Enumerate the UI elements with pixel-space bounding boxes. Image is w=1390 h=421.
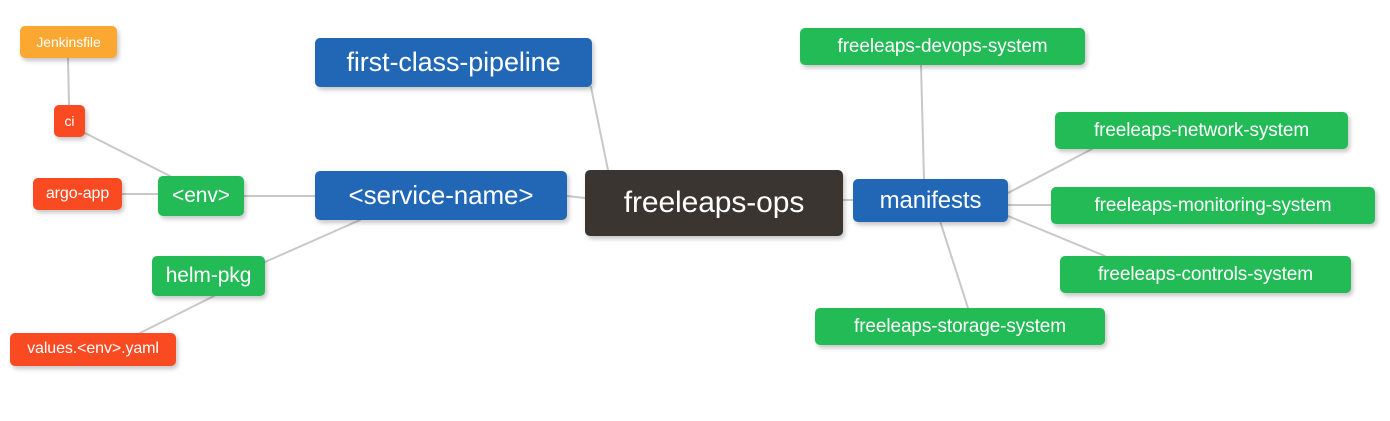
edge-manifests-to-freeleaps-storage-system bbox=[939, 220, 969, 309]
edge-freeleaps-ops-to-first-class-pipeline bbox=[590, 86, 609, 171]
mindmap-node-jenkinsfile[interactable]: Jenkinsfile bbox=[20, 26, 117, 58]
mindmap-node-ci[interactable]: ci bbox=[54, 105, 85, 137]
mindmap-node-service-name[interactable]: <service-name> bbox=[315, 171, 567, 220]
mindmap-node-first-class-pipeline[interactable]: first-class-pipeline bbox=[315, 38, 592, 87]
mindmap-node-freeleaps-network-system[interactable]: freeleaps-network-system bbox=[1055, 112, 1348, 149]
mindmap-node-freeleaps-storage-system[interactable]: freeleaps-storage-system bbox=[815, 308, 1105, 345]
edge-service-name-to-helm-pkg bbox=[264, 219, 361, 263]
mindmap-node-helm-pkg[interactable]: helm-pkg bbox=[152, 256, 265, 296]
edge-ci-to-jenkinsfile bbox=[67, 57, 70, 106]
mindmap-node-values-env-yaml[interactable]: values.<env>.yaml bbox=[10, 333, 176, 366]
edge-freeleaps-ops-to-service-name bbox=[566, 195, 586, 199]
mindmap-node-argo-app[interactable]: argo-app bbox=[33, 178, 122, 210]
mindmap-node-env[interactable]: <env> bbox=[158, 176, 244, 216]
mindmap-node-freeleaps-controls-system[interactable]: freeleaps-controls-system bbox=[1060, 256, 1351, 293]
edge-helm-pkg-to-values-env-yaml bbox=[139, 295, 215, 334]
mindmap-node-freeleaps-monitoring-system[interactable]: freeleaps-monitoring-system bbox=[1051, 187, 1375, 224]
edge-manifests-to-freeleaps-devops-system bbox=[920, 64, 925, 180]
mindmap-node-freeleaps-ops[interactable]: freeleaps-ops bbox=[585, 170, 843, 236]
mindmap-node-freeleaps-devops-system[interactable]: freeleaps-devops-system bbox=[800, 28, 1085, 65]
edge-env-to-ci bbox=[84, 132, 171, 177]
mindmap-node-manifests[interactable]: manifests bbox=[853, 179, 1008, 222]
